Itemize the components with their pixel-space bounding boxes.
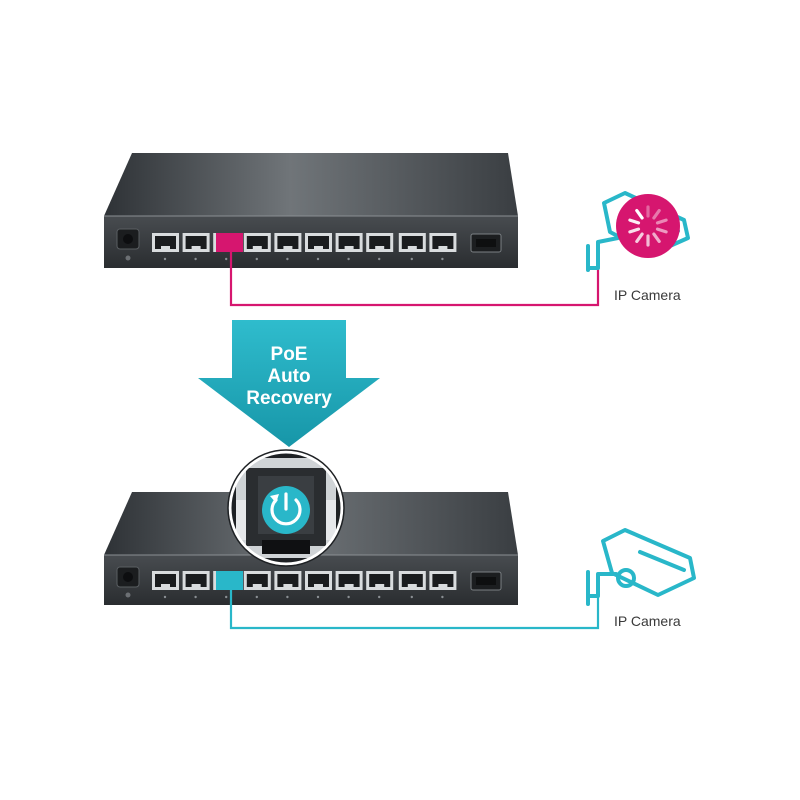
switch-ports-top	[152, 233, 457, 261]
recovery-arrow-banner: PoE Auto Recovery	[198, 320, 380, 447]
zoom-port-magnifier	[227, 449, 345, 567]
banner-line-1: PoE	[271, 344, 308, 365]
loading-spinner-icon	[616, 194, 680, 258]
camera-label-bottom: IP Camera	[614, 613, 681, 629]
security-camera-icon	[586, 528, 696, 606]
banner-line-3: Recovery	[246, 388, 332, 409]
network-switch-bottom	[104, 492, 518, 605]
power-restart-icon	[262, 486, 310, 534]
recovered-poe-port	[216, 571, 243, 590]
banner-line-2: Auto	[267, 366, 310, 387]
cable-faulty	[229, 252, 600, 307]
faulty-poe-port	[216, 233, 243, 252]
network-switch-top	[104, 153, 518, 268]
camera-label-top: IP Camera	[614, 287, 681, 303]
cable-recovered	[229, 590, 600, 630]
